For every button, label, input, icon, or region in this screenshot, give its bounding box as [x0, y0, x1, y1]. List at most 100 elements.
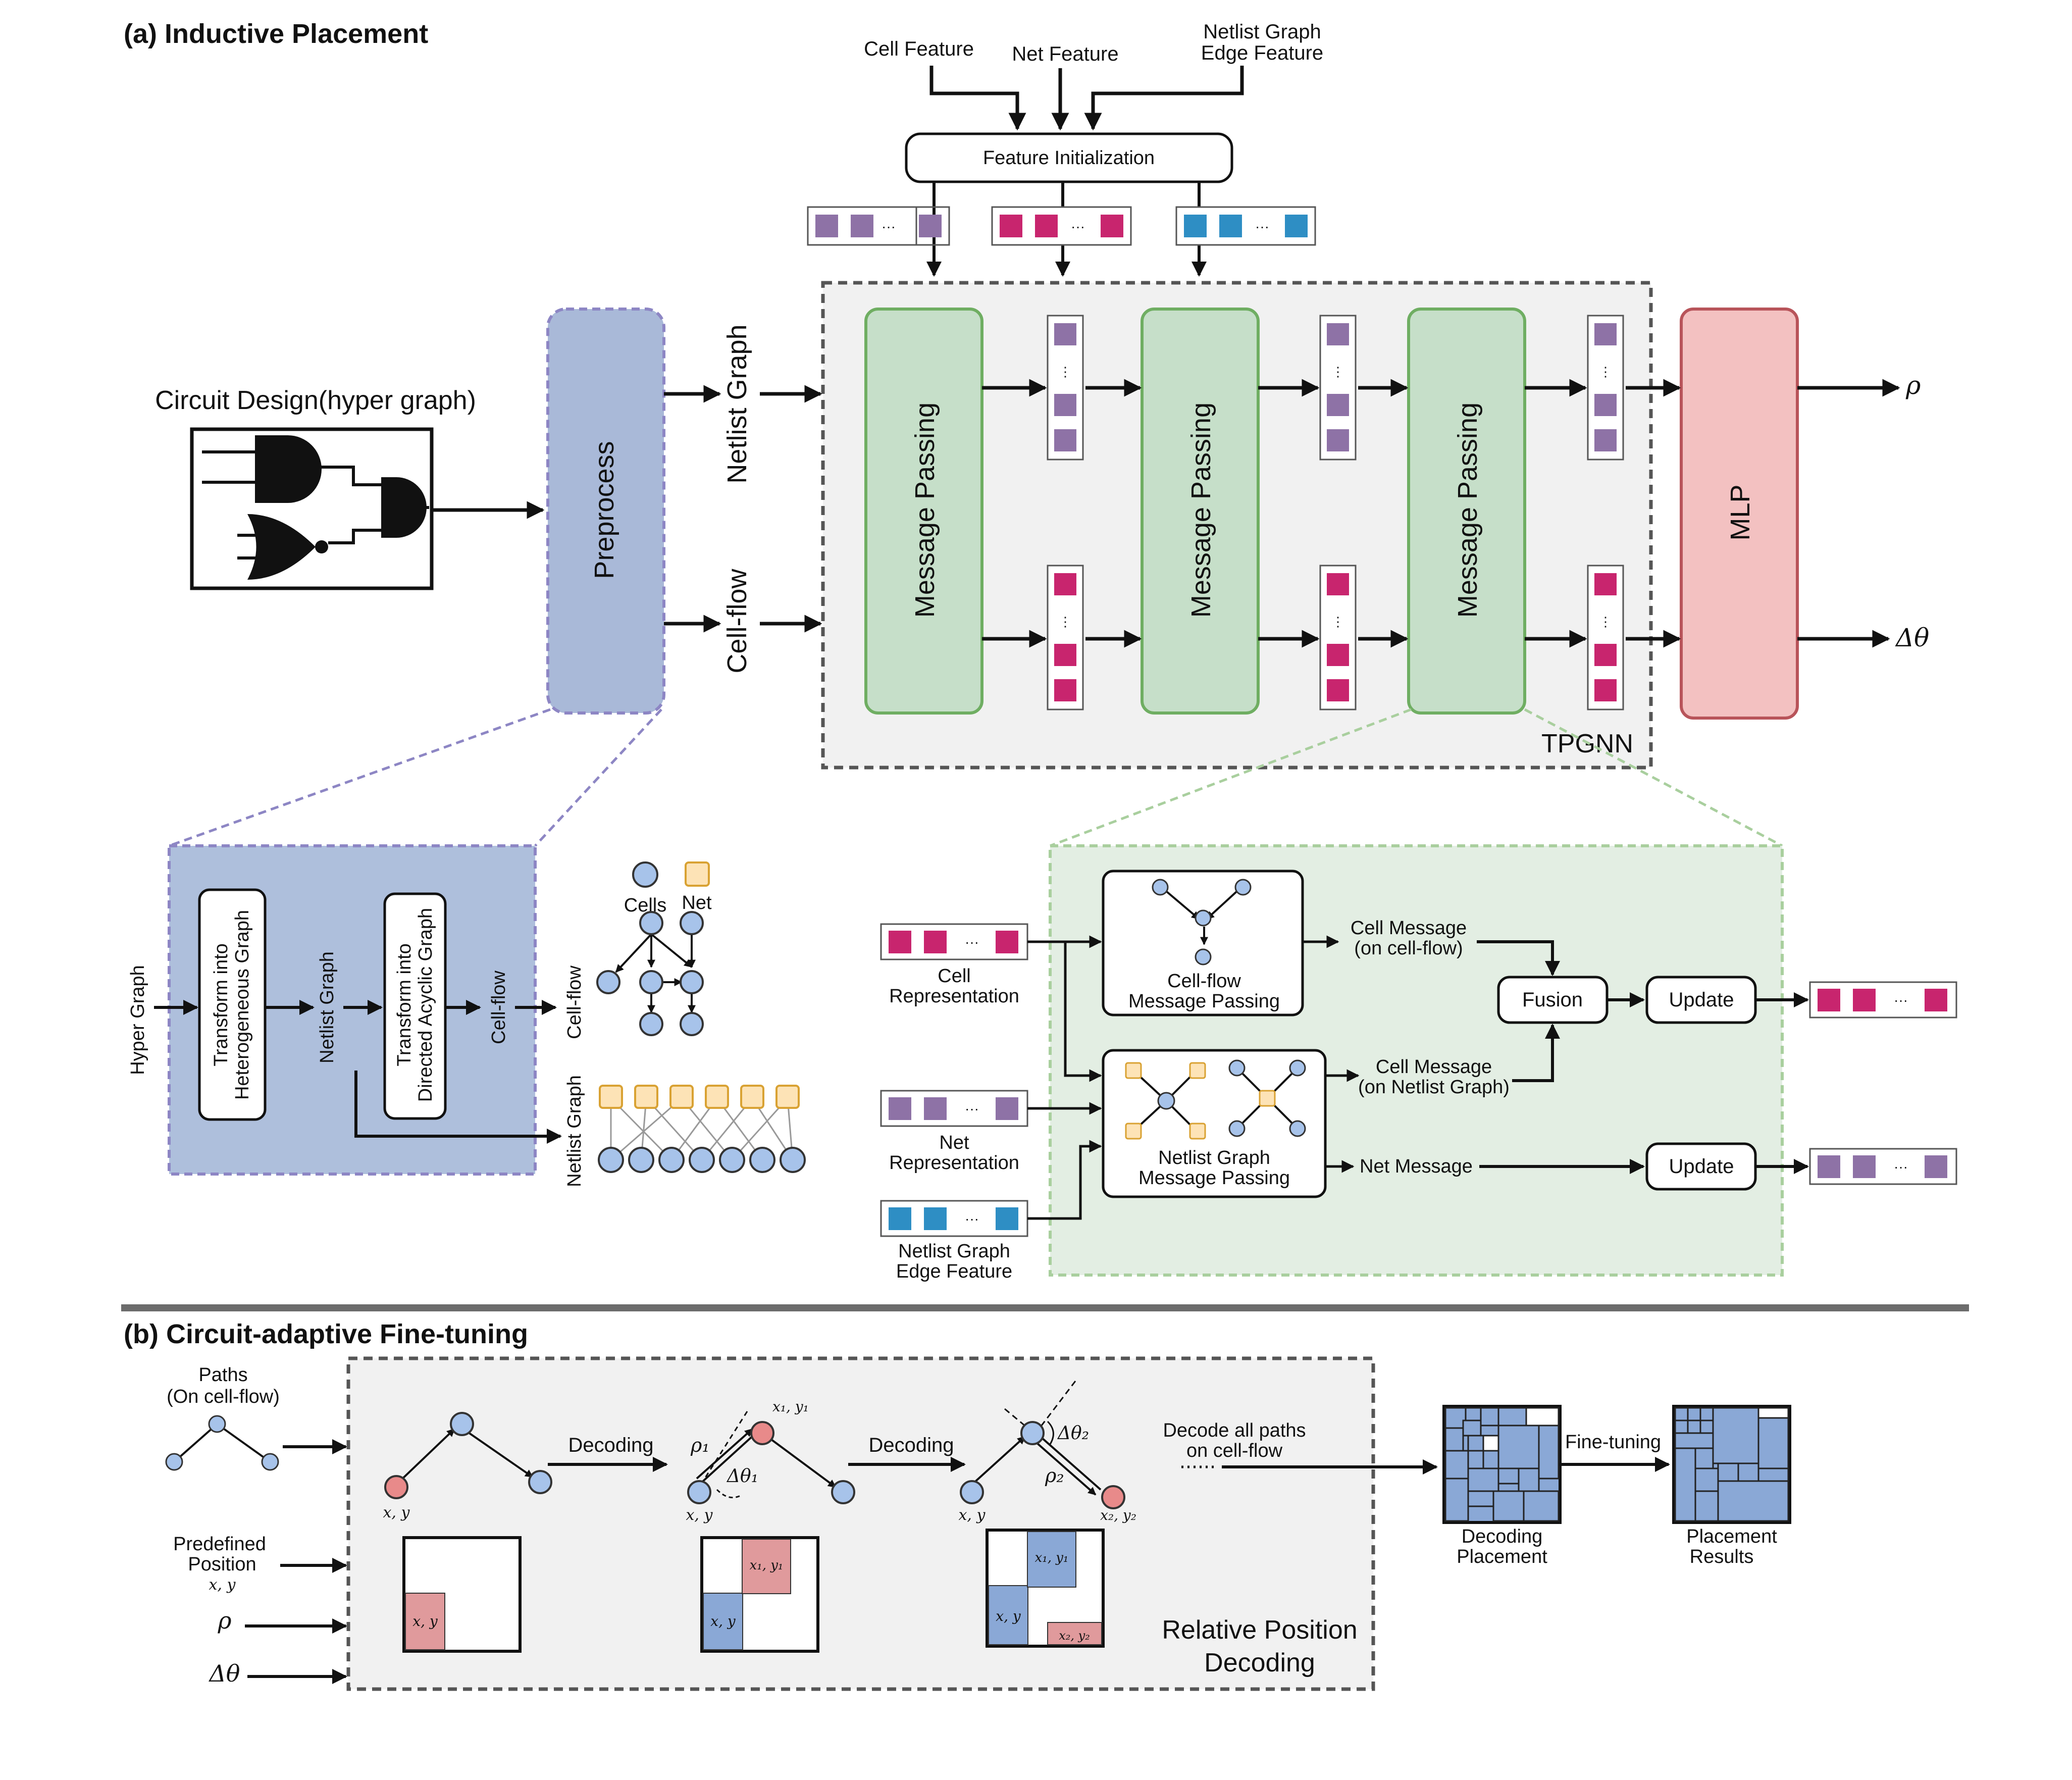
- stage2-rho1: ρ₁: [690, 1434, 710, 1456]
- fusion-label: Fusion: [1522, 989, 1583, 1011]
- netlist-bipartite-graphic: [598, 1085, 806, 1173]
- svg-text:···: ···: [965, 1211, 979, 1227]
- stage3-grid-x2y2: x₂, y₂: [1059, 1629, 1090, 1643]
- pre-cell-flow-label: Cell-flow: [488, 971, 509, 1044]
- cell-feature-last-square: [919, 215, 942, 237]
- netlist-out-arrow: [354, 1071, 562, 1144]
- legend-cells-label: Cells: [624, 895, 666, 916]
- cell-flow-label: Cell-flow: [722, 568, 752, 673]
- cf-msg-to-fusion-arrow: [1477, 940, 1560, 976]
- svg-text:⋮: ⋮: [1059, 614, 1072, 629]
- legend-net-node: [685, 861, 710, 887]
- output-rho: ρ: [1905, 371, 1921, 400]
- cellflow-mp-label-2: Message Passing: [1128, 991, 1280, 1012]
- edge-feature-vector: ···: [1175, 206, 1316, 246]
- rho-input-label: ρ: [217, 1607, 231, 1634]
- stage3-grid-xy: x, y: [996, 1608, 1021, 1624]
- stage1-placement-grid: [402, 1536, 522, 1653]
- svg-text:Message Passing: Message Passing: [1453, 402, 1483, 618]
- svg-text:···: ···: [965, 1101, 979, 1116]
- update-cell-label: Update: [1669, 989, 1734, 1011]
- svg-text:···: ···: [1894, 1159, 1908, 1175]
- svg-text:⋮: ⋮: [1331, 614, 1344, 629]
- preprocess-box: [546, 308, 665, 715]
- netlist-mp-icon: [1125, 1059, 1306, 1140]
- decode-stage-2-graph: [687, 1411, 855, 1504]
- cell-rep-label-2: Representation: [889, 986, 1019, 1007]
- net-rep-label-1: Net: [939, 1132, 969, 1153]
- decode-stage-1-graph: [384, 1412, 552, 1499]
- cell-msg-ng-label-2: (on Netlist Graph): [1358, 1077, 1510, 1098]
- edge-feature-detail-vector: ···: [880, 1200, 1028, 1237]
- svg-text:Message Passing: Message Passing: [910, 402, 940, 618]
- legend-cell-node: [632, 861, 658, 888]
- legend-net-label: Net: [682, 892, 712, 913]
- cell-rep-label-1: Cell: [938, 965, 970, 987]
- preprocess-output-arrows: [664, 385, 822, 633]
- netlist-mp-box: [1102, 1049, 1327, 1198]
- ng-msg-to-fusion-arrow: [1512, 1024, 1560, 1082]
- side-cell-flow-label: Cell-flow: [564, 965, 585, 1039]
- paths-icon: [165, 1415, 279, 1471]
- stage3-rho2: ρ₂: [1045, 1464, 1064, 1487]
- stage1-grid-xy: x, y: [412, 1613, 438, 1630]
- svg-text:···: ···: [1894, 992, 1908, 1008]
- cell-feature-vector-frame: [807, 206, 950, 246]
- preprocess-label: Preprocess: [589, 441, 619, 579]
- mp-flow-arrows: [982, 379, 1900, 648]
- stage2-grid-x1y1: x₁, y₁: [750, 1558, 784, 1573]
- stage3-placement-grid: [986, 1529, 1105, 1648]
- edge-feature-label-line1: Netlist Graph: [1203, 21, 1321, 43]
- edge-feature-label-line2: Edge Feature: [1201, 42, 1323, 64]
- stage2-placement-grid: [700, 1536, 819, 1653]
- zoom-lines: [169, 708, 1783, 847]
- decode-all-label-1: Decode all paths: [1163, 1420, 1306, 1441]
- output-dtheta: Δθ: [1895, 623, 1929, 652]
- svg-text:⋮: ⋮: [1059, 364, 1072, 379]
- cellflow-mp-icon: [1152, 879, 1252, 965]
- mlp-box: [1680, 308, 1799, 720]
- section-a-title: (a) Inductive Placement: [124, 19, 428, 49]
- circuit-design-schematic: [190, 427, 434, 590]
- rel-pos-label-1: Relative Position: [1162, 1615, 1357, 1645]
- placement-results-graphic: [1672, 1405, 1791, 1524]
- svg-text:⋮: ⋮: [1599, 364, 1612, 379]
- circuit-design-label: Circuit Design(hyper graph): [155, 386, 476, 415]
- stage2-grid-xy: x, y: [710, 1613, 736, 1630]
- svg-text:Heterogeneous Graph: Heterogeneous Graph: [232, 910, 253, 1100]
- cell-feature-vector: ···: [807, 206, 917, 246]
- svg-text:Transform into: Transform into: [211, 943, 232, 1066]
- net-message-label: Net Message: [1360, 1156, 1473, 1177]
- feature-initialization-label: Feature Initialization: [983, 147, 1155, 169]
- input-arrows: [929, 66, 1244, 131]
- hyper-graph-label: Hyper Graph: [127, 965, 148, 1075]
- mlp-label: MLP: [1725, 484, 1755, 540]
- dtheta-input-label: Δθ: [209, 1660, 240, 1687]
- fine-tuning-label: Fine-tuning: [1565, 1432, 1661, 1453]
- decoding-label-1: Decoding: [568, 1434, 653, 1456]
- stage3-grid-x1y1: x₁, y₁: [1035, 1550, 1069, 1565]
- stage1-xy: x, y: [383, 1504, 410, 1521]
- svg-text:⋮: ⋮: [1599, 614, 1612, 629]
- placement-results-label-2: Results: [1690, 1546, 1754, 1567]
- stage2-dtheta1: Δθ₁: [726, 1466, 758, 1487]
- net-output-vector: ···: [1809, 1148, 1957, 1185]
- decoding-placement-label-2: Placement: [1457, 1546, 1547, 1567]
- stage3-dtheta2: Δθ₂: [1057, 1423, 1089, 1444]
- netlist-mp-label-1: Netlist Graph: [1158, 1147, 1270, 1168]
- paths-label-1: Paths: [198, 1364, 247, 1386]
- stage2-x1y1: x₁, y₁: [772, 1398, 809, 1415]
- predefined-xy: x, y: [209, 1576, 236, 1594]
- netlist-graph-label: Netlist Graph: [722, 324, 752, 483]
- net-feature-label: Net Feature: [1012, 43, 1118, 65]
- stage3-xy: x, y: [959, 1506, 986, 1524]
- stage3-x2y2: x₂, y₂: [1100, 1507, 1136, 1523]
- cell-output-vector: ···: [1809, 981, 1957, 1019]
- stage2-xy: x, y: [686, 1506, 713, 1524]
- message-passing-block-1: Message Passing: [864, 308, 983, 715]
- feature-initialization-box: [905, 132, 1233, 183]
- transform-dag-box: Transform into Directed Acyclic Graph: [383, 892, 447, 1120]
- cell-representation-vector: ···: [880, 923, 1028, 960]
